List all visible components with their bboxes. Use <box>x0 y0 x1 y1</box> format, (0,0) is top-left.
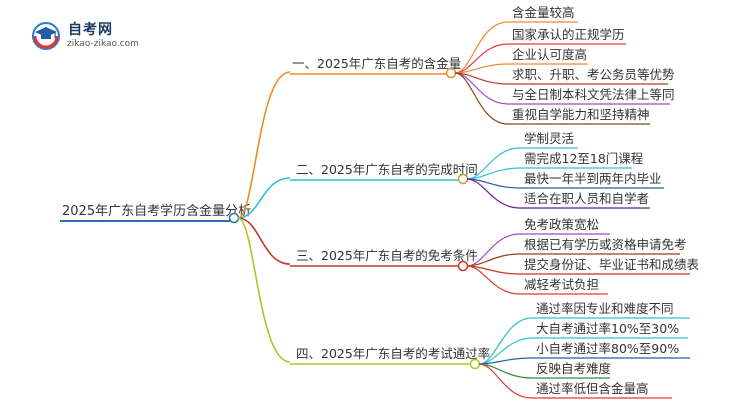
site-logo[interactable]: 自考网 zikao-zikao.com <box>30 18 160 58</box>
branch-connector-3 <box>237 217 291 265</box>
leaf-label: 适合在职人员和自学者 <box>524 191 649 206</box>
leaf-connector <box>454 21 509 74</box>
leaf-label: 求职、升职、考公务员等优势 <box>512 67 675 82</box>
branch-label-2: 二、2025年广东自考的完成时间 <box>296 162 478 177</box>
branch-connector-1 <box>237 71 291 219</box>
leaf-connector <box>454 72 509 125</box>
branch-label-3: 三、2025年广东自考的免考条件 <box>296 248 478 263</box>
root-label: 2025年广东自考学历含金量分析 <box>62 203 251 219</box>
leaf-label: 免考政策宽松 <box>524 217 599 232</box>
branch-label-1: 一、2025年广东自考的含金量 <box>292 56 461 71</box>
graduation-cap-icon <box>32 22 60 50</box>
leaf-connector <box>466 265 521 295</box>
branch-connector-4 <box>237 217 291 363</box>
leaf-label: 反映自考难度 <box>536 361 612 376</box>
leaf-label: 企业认可度高 <box>512 47 587 62</box>
leaf-connector <box>466 178 521 209</box>
leaf-label: 大自考通过率10%至30% <box>536 321 679 336</box>
branch-node-2[interactable] <box>457 173 469 185</box>
leaf-label: 含金量较高 <box>512 5 575 20</box>
leaf-connector <box>454 72 509 85</box>
leaf-label: 提交身份证、毕业证书和成绩表 <box>524 257 700 272</box>
leaf-label: 最快一年半到两年内毕业 <box>524 171 662 186</box>
leaf-label: 通过率低但含金量高 <box>536 381 649 396</box>
leaf-label: 需完成12至18门课程 <box>524 151 644 166</box>
logo-title: 自考网 <box>68 22 113 38</box>
logo-url: zikao-zikao.com <box>67 39 139 49</box>
branch-node-4[interactable] <box>469 358 481 370</box>
root-node[interactable] <box>228 212 240 224</box>
leaf-label: 重视自学能力和坚持精神 <box>512 107 650 122</box>
leaf-connector <box>466 265 521 275</box>
branch-connector-2 <box>237 177 291 219</box>
leaf-label: 与全日制本科文凭法律上等同 <box>512 87 675 102</box>
leaf-connector <box>466 178 521 189</box>
leaf-label: 国家承认的正规学历 <box>512 27 625 42</box>
branch-label-4: 四、2025年广东自考的考试通过率 <box>296 346 490 361</box>
leaf-label: 学制灵活 <box>524 131 574 146</box>
leaf-connector <box>478 363 533 399</box>
leaf-label: 减轻考试负担 <box>524 277 599 292</box>
branch-node-3[interactable] <box>457 260 469 272</box>
branch-node-1[interactable] <box>445 67 457 79</box>
leaf-label: 根据已有学历或资格申请免考 <box>524 237 687 252</box>
leaf-label: 通过率因专业和难度不同 <box>536 301 674 316</box>
leaf-label: 小自考通过率80%至90% <box>536 341 679 356</box>
